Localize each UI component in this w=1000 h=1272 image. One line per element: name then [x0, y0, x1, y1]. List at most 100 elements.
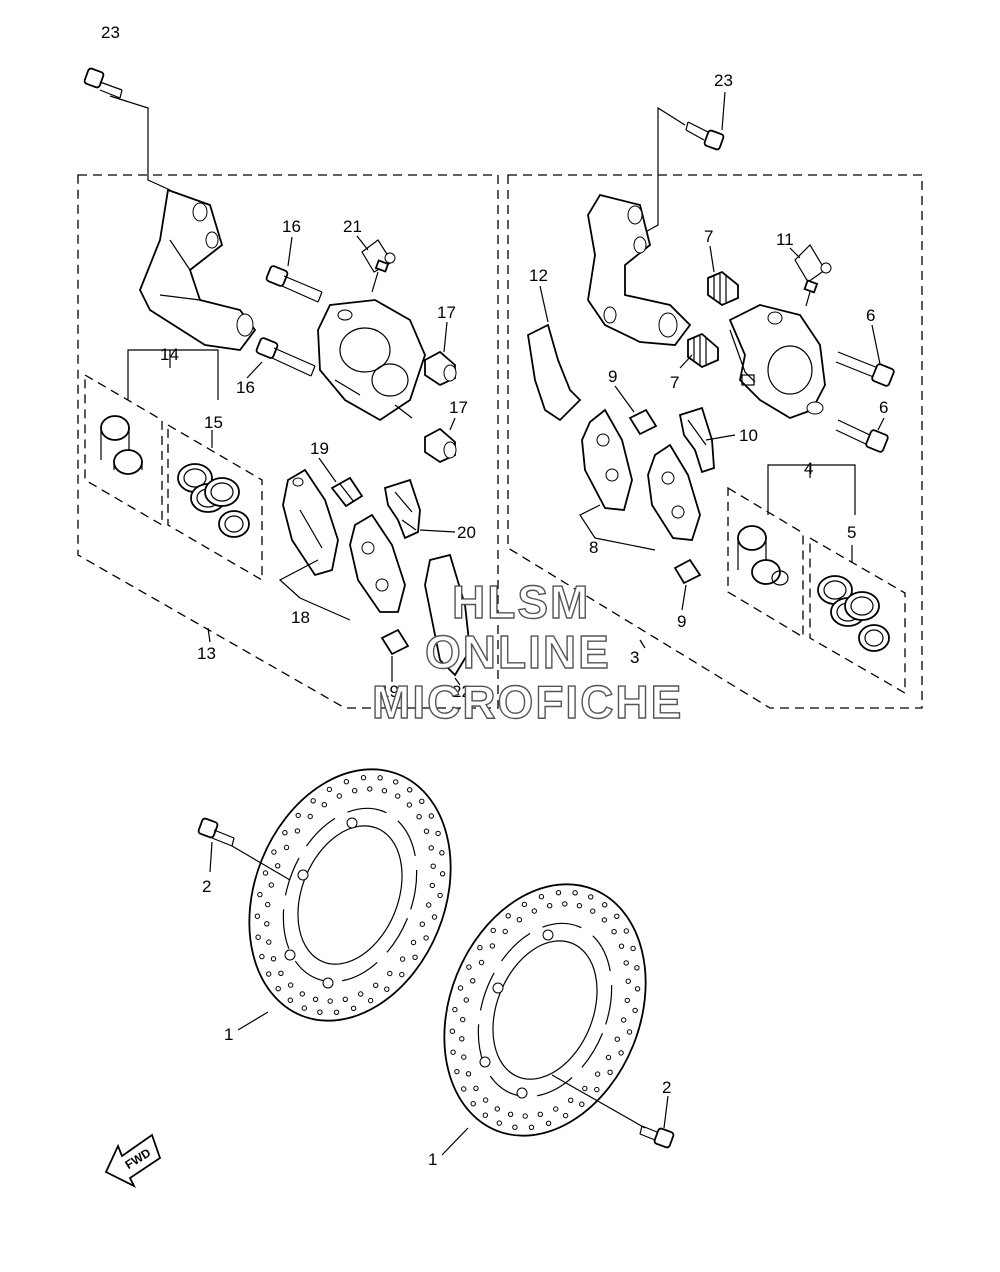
disc-drill-hole	[423, 828, 430, 834]
left-pin-16-upper	[265, 265, 323, 303]
disc-drill-hole	[465, 1071, 472, 1077]
disc-drill-hole	[496, 1120, 502, 1126]
disc-drill-hole	[449, 1028, 456, 1034]
leader-7a	[709, 245, 715, 273]
leader-17a	[443, 321, 448, 353]
right-pin-boot-7-lower	[687, 332, 719, 369]
left-caliper-group-box	[77, 174, 499, 709]
left-caliper-bracket	[139, 188, 257, 351]
right-caliper-body	[728, 304, 826, 419]
callout-12: 12	[529, 266, 548, 285]
right-pin-6-upper	[835, 351, 895, 387]
disc-drill-hole	[461, 1086, 467, 1092]
disc-drill-hole	[426, 902, 432, 908]
callout-14: 14	[160, 345, 179, 364]
right-pin-boot-7-upper	[707, 270, 739, 307]
disc-drill-hole	[454, 1068, 460, 1075]
left-pad-clip-19-upper	[330, 476, 364, 508]
left-seals-15	[177, 463, 250, 538]
disc-drill-hole	[271, 849, 277, 855]
callout-16a: 16	[282, 217, 301, 236]
disc-drill-hole	[350, 1005, 357, 1011]
disc-drill-hole	[634, 965, 640, 971]
right-pad-clip-9-upper	[628, 408, 658, 436]
disc-drill-hole	[555, 890, 562, 896]
disc-drill-hole	[268, 882, 274, 888]
disc-drill-hole	[431, 914, 438, 920]
disc-drill-hole	[275, 863, 281, 869]
left-bleeder-21	[361, 239, 396, 293]
disc-drill-hole	[516, 917, 522, 923]
disc-drill-hole	[489, 943, 496, 949]
leader-1a	[237, 1011, 269, 1031]
callout-19a: 19	[310, 439, 329, 458]
leader-22	[454, 677, 461, 686]
callout-13: 13	[197, 644, 216, 663]
brake-disc-right	[443, 883, 647, 1137]
callout-2a: 2	[202, 877, 211, 896]
disc-drill-hole	[594, 1071, 601, 1077]
disc-drill-hole	[360, 775, 367, 781]
disc-drill-hole	[255, 934, 261, 940]
left-pad-clip-19-lower	[380, 628, 410, 656]
disc-drill-hole	[439, 871, 446, 877]
disc-drill-hole	[607, 1069, 613, 1076]
disc-drill-hole	[601, 917, 608, 923]
disc-drill-hole	[477, 945, 483, 951]
disc-drill-hole	[482, 1112, 488, 1118]
disc-drill-hole	[630, 945, 636, 952]
disc-drill-hole	[407, 787, 413, 793]
right-pad-clip-9-lower	[673, 558, 702, 585]
disc-drill-hole	[262, 870, 269, 876]
callout-17a: 17	[437, 303, 456, 322]
leader-7b	[679, 354, 693, 369]
disc-drill-hole	[482, 1097, 489, 1103]
callout-16b: 16	[236, 378, 255, 397]
right-pad-shim-12	[527, 323, 582, 422]
disc-drill-hole	[614, 1036, 620, 1042]
disc-drill-hole	[254, 913, 261, 919]
leader-9b	[681, 584, 687, 611]
disc-drill-hole	[568, 1097, 574, 1104]
disc-drill-hole	[265, 901, 271, 908]
disc-drill-hole	[381, 788, 388, 794]
leader-17b	[449, 417, 456, 431]
disc-drill-hole	[494, 1106, 500, 1112]
disc-drill-hole	[377, 775, 383, 781]
callout-7b: 7	[670, 373, 679, 392]
disc-drill-hole	[295, 812, 301, 819]
disc-drill-hole	[507, 1111, 514, 1118]
disc-drill-hole	[270, 956, 277, 962]
disc-drill-hole	[460, 1016, 466, 1023]
disc-drill-hole	[384, 986, 390, 992]
left-brake-pads-18	[282, 468, 406, 613]
leader-21	[356, 235, 369, 251]
callout-3: 3	[630, 648, 639, 667]
disc-drill-hole	[307, 813, 313, 820]
right-bleeder-11	[794, 244, 832, 307]
disc-bolt-2-right	[639, 1125, 675, 1149]
disc-bolt-2-left	[197, 817, 235, 847]
callout-2b: 2	[662, 1078, 671, 1097]
disc-drill-hole	[287, 982, 294, 988]
leader-19a	[318, 457, 337, 483]
disc-drill-hole	[505, 913, 511, 919]
leader-16b	[246, 361, 263, 379]
callout-23b: 23	[714, 71, 733, 90]
callout-17b: 17	[449, 398, 468, 417]
disc-drill-hole	[470, 1101, 476, 1107]
disc-drill-hole	[283, 844, 290, 851]
disc-drill-hole	[419, 921, 425, 927]
disc-drill-hole	[435, 830, 441, 837]
leader-13	[207, 627, 211, 643]
right-pin-6-lower	[835, 419, 889, 453]
disc-drill-hole	[632, 1007, 638, 1014]
disc-drill-hole	[358, 991, 364, 997]
disc-drill-hole	[625, 978, 631, 984]
disc-drill-hole	[266, 939, 272, 945]
disc-drill-hole	[416, 814, 422, 820]
disc-drill-hole	[373, 982, 379, 988]
disc-drill-hole	[614, 913, 620, 919]
disc-drill-hole	[428, 845, 434, 851]
